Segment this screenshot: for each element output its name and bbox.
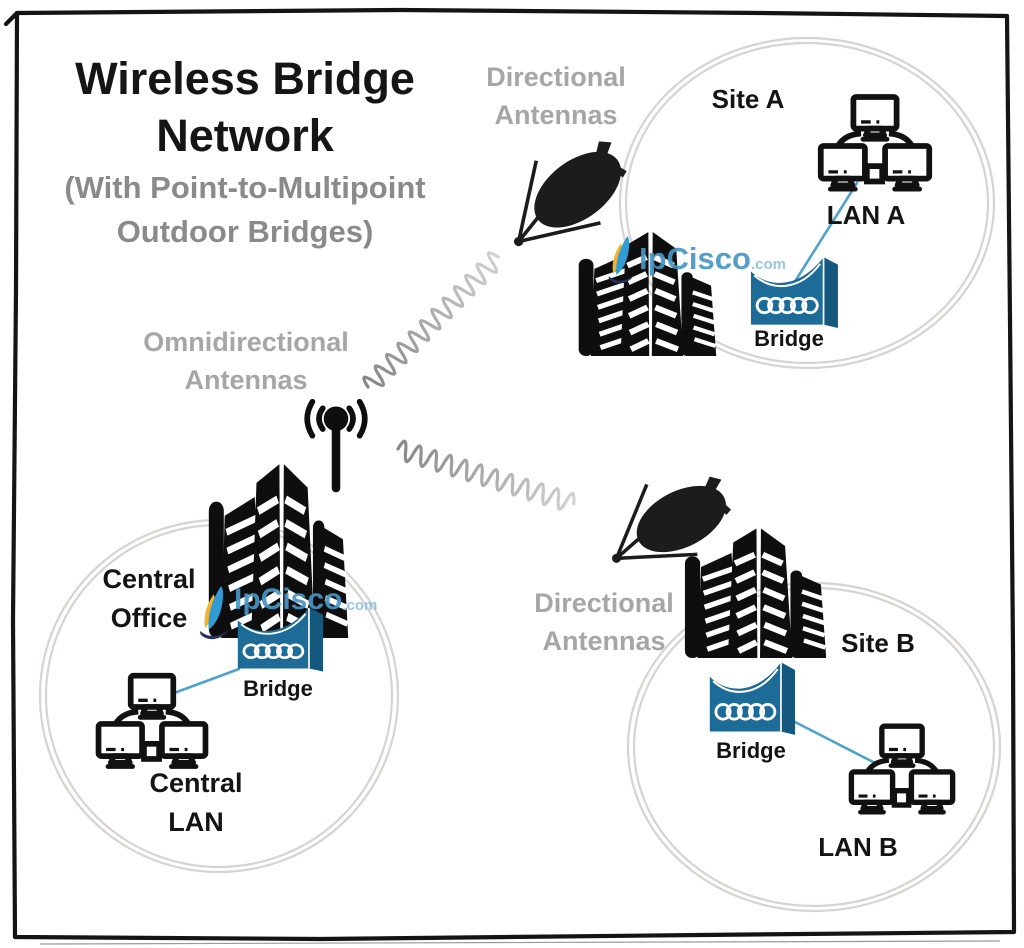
lan-a-label: LAN A xyxy=(826,200,906,230)
lan-computers-icon-central xyxy=(92,670,212,776)
ipcisco-flame-icon xyxy=(605,224,639,298)
lan-computers-icon-site-b xyxy=(846,720,958,822)
central-office-label: Central Office xyxy=(102,564,196,633)
page-subtitle: (With Point-to-Multipoint Outdoor Bridge… xyxy=(64,170,426,249)
lan-computers-icon-site-a xyxy=(815,90,935,200)
directional-antennas-label-bottom: Directional Antennas xyxy=(534,588,674,656)
bridge-device-icon-site-a xyxy=(745,253,843,333)
bridge-label-central: Bridge xyxy=(243,676,313,701)
omnidirectional-antennas-label: Omnidirectional Antennas xyxy=(143,327,349,395)
watermark-suffix-text: .com xyxy=(342,597,378,614)
wireless-signal-squiggle-to-site-a xyxy=(359,248,507,396)
ipcisco-watermark-central: IpCisco .com xyxy=(196,576,377,652)
wireless-signal-squiggle-to-site-b xyxy=(393,438,579,515)
omnidirectional-antenna-icon xyxy=(302,398,370,498)
page-title: Wireless Bridge Network xyxy=(75,53,415,161)
site-b-title: Site B xyxy=(841,628,915,658)
lan-b-label: LAN B xyxy=(818,832,898,862)
bridge-device-icon-site-b xyxy=(704,658,800,740)
central-lan-label: Central LAN xyxy=(149,768,243,837)
watermark-brand-text: IpCisco xyxy=(234,583,343,616)
bridge-label-site-b: Bridge xyxy=(716,738,786,763)
site-a-title: Site A xyxy=(711,84,785,114)
bridge-label-site-a: Bridge xyxy=(754,326,824,351)
watermark-brand-text: IpCisco xyxy=(639,241,751,276)
directional-antennas-label-top: Directional Antennas xyxy=(486,62,626,130)
